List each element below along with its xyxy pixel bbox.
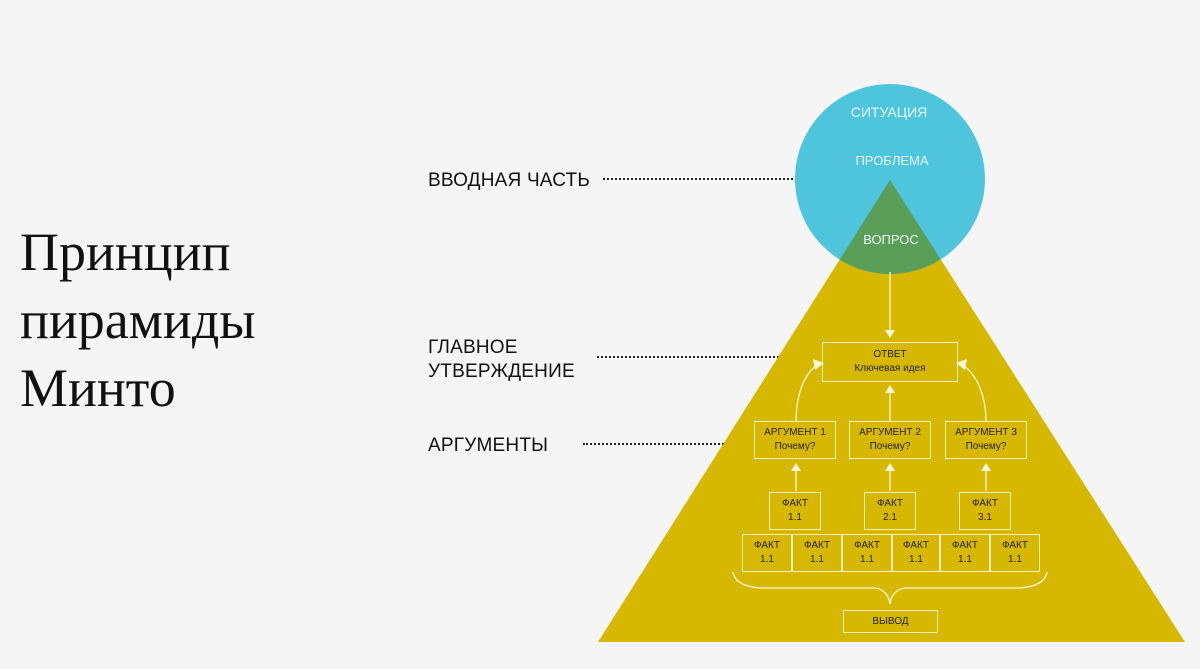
fact-bottom-6-title: ФАКТ	[1002, 540, 1028, 551]
label-main-line-1: ГЛАВНОЕ	[428, 337, 518, 358]
title-line-1: Принцип	[20, 222, 231, 282]
title-line-3: Минто	[20, 358, 176, 418]
fact-bottom-2-title: ФАКТ	[804, 540, 830, 551]
fact-bottom-6-number: 1.1	[1008, 554, 1022, 565]
fact-top-1-number: 1.1	[788, 512, 802, 523]
argument-box-3: АРГУМЕНТ 3 Почему?	[945, 421, 1027, 459]
title-line-2: пирамиды	[20, 290, 256, 350]
fact-top-2-title: ФАКТ	[877, 498, 903, 509]
label-intro: ВВОДНАЯ ЧАСТЬ	[428, 170, 591, 191]
arrowhead-argument1	[813, 359, 824, 370]
argument-1-question: Почему?	[774, 441, 816, 452]
answer-subtitle: Ключевая идея	[854, 363, 926, 374]
argument-2-title: АРГУМЕНТ 2	[859, 427, 921, 438]
circle-question: ВОПРОС	[863, 232, 919, 247]
argument-box-2: АРГУМЕНТ 2 Почему?	[849, 421, 931, 459]
arrowhead-fact3	[981, 463, 991, 471]
fact-box-bottom-6: ФАКТ 1.1	[990, 534, 1040, 572]
arrowhead-argument3	[956, 359, 967, 370]
dotted-leader-intro	[603, 178, 793, 180]
label-arguments: АРГУМЕНТЫ	[428, 435, 549, 456]
fact-bottom-5-title: ФАКТ	[952, 540, 978, 551]
argument-box-1: АРГУМЕНТ 1 Почему?	[754, 421, 836, 459]
slide-title: Принцип пирамиды Минто	[20, 218, 256, 422]
argument-1-title: АРГУМЕНТ 1	[764, 427, 826, 438]
fact-top-1-title: ФАКТ	[782, 498, 808, 509]
arrowhead-answer	[885, 330, 895, 338]
fact-box-top-2: ФАКТ 2.1	[864, 492, 916, 530]
fact-box-bottom-5: ФАКТ 1.1	[940, 534, 990, 572]
fact-bottom-4-number: 1.1	[909, 554, 923, 565]
dotted-leader-main	[597, 356, 807, 358]
fact-top-3-number: 3.1	[978, 512, 992, 523]
circle-problem: ПРОБЛЕМА	[855, 153, 929, 168]
fact-bottom-3-number: 1.1	[860, 554, 874, 565]
brace-to-conclusion	[732, 571, 1048, 605]
fact-box-bottom-4: ФАКТ 1.1	[892, 534, 940, 572]
arrowhead-fact2	[885, 463, 895, 471]
label-main-line-2: УТВЕРЖДЕНИЕ	[428, 361, 575, 382]
dotted-leader-arguments	[583, 443, 743, 445]
circle-situation: СИТУАЦИЯ	[850, 104, 928, 120]
fact-box-top-1: ФАКТ 1.1	[769, 492, 821, 530]
arrowhead-fact1	[791, 463, 801, 471]
answer-title: ОТВЕТ	[873, 349, 907, 360]
conclusion-label: ВЫВОД	[872, 615, 909, 627]
fact-box-bottom-1: ФАКТ 1.1	[742, 534, 792, 572]
fact-bottom-1-number: 1.1	[760, 554, 774, 565]
fact-top-2-number: 2.1	[883, 512, 897, 523]
fact-bottom-3-title: ФАКТ	[854, 540, 880, 551]
fact-top-3-title: ФАКТ	[972, 498, 998, 509]
fact-bottom-1-title: ФАКТ	[754, 540, 780, 551]
arrowhead-argument2	[885, 385, 895, 393]
argument-2-question: Почему?	[869, 441, 911, 452]
conclusion-box: ВЫВОД	[843, 610, 938, 633]
pyramid-shape	[598, 180, 1185, 642]
answer-box: ОТВЕТ Ключевая идея	[822, 342, 958, 382]
fact-box-bottom-3: ФАКТ 1.1	[842, 534, 892, 572]
fact-bottom-5-number: 1.1	[958, 554, 972, 565]
argument-3-question: Почему?	[965, 441, 1007, 452]
context-circle	[795, 84, 985, 274]
fact-box-bottom-2: ФАКТ 1.1	[792, 534, 842, 572]
fact-bottom-2-number: 1.1	[810, 554, 824, 565]
fact-box-top-3: ФАКТ 3.1	[959, 492, 1011, 530]
fact-bottom-4-title: ФАКТ	[903, 540, 929, 551]
argument-3-title: АРГУМЕНТ 3	[955, 427, 1017, 438]
